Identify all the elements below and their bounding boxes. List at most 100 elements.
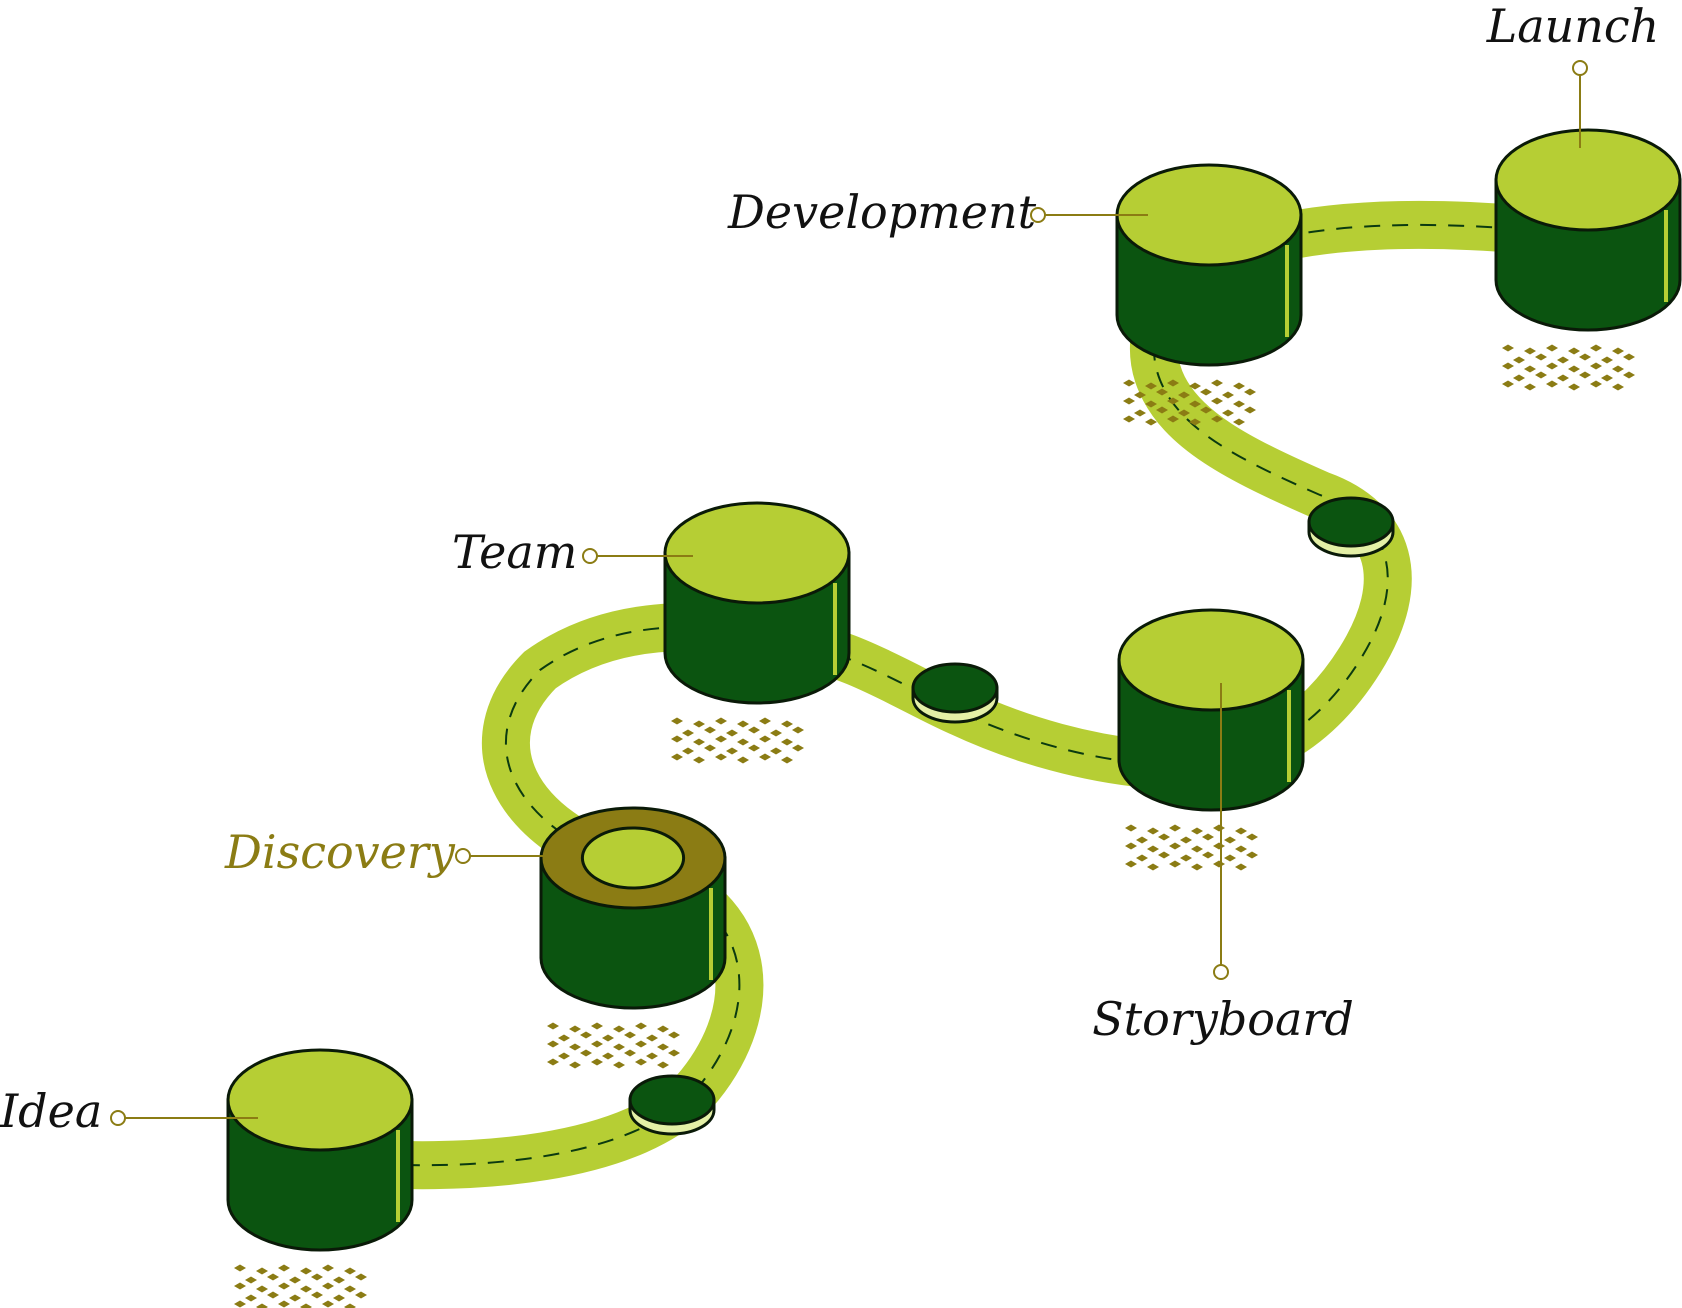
leader-dot bbox=[582, 548, 598, 564]
ground-dot bbox=[1601, 356, 1613, 364]
ground-dot bbox=[1222, 391, 1234, 399]
ground-dot bbox=[1136, 854, 1148, 862]
leader-dot bbox=[1213, 964, 1229, 980]
ground-dot bbox=[726, 747, 738, 755]
ground-dot bbox=[591, 1058, 603, 1066]
cylinder-development bbox=[1115, 163, 1303, 367]
ground-dot bbox=[635, 1058, 647, 1066]
ground-dot bbox=[300, 1267, 312, 1275]
ground-dot bbox=[1612, 347, 1624, 355]
ground-dot bbox=[1623, 371, 1635, 379]
ground-dot bbox=[704, 726, 716, 734]
disc-top bbox=[1307, 496, 1395, 548]
road-path bbox=[296, 200, 1574, 1190]
ground-dot bbox=[737, 756, 749, 764]
ground-dot bbox=[770, 729, 782, 737]
ground-dot bbox=[1246, 851, 1258, 859]
ground-dot bbox=[693, 738, 705, 746]
ground-dot bbox=[1546, 380, 1558, 388]
stage-name: Storyboard bbox=[1092, 992, 1354, 1046]
ground-dot bbox=[1178, 391, 1190, 399]
ground-dot bbox=[1156, 406, 1168, 414]
ground-dot bbox=[1211, 397, 1223, 405]
leader-dot bbox=[1572, 60, 1588, 76]
stage-label-team: Team bbox=[452, 525, 693, 579]
ground-dot bbox=[333, 1276, 345, 1284]
ground-dot bbox=[635, 1040, 647, 1048]
ground-dot bbox=[792, 726, 804, 734]
ground-dot bbox=[715, 753, 727, 761]
ground-dot bbox=[748, 744, 760, 752]
cylinder-top bbox=[663, 501, 851, 605]
ground-dot bbox=[671, 735, 683, 743]
stage-name: Development bbox=[727, 185, 1037, 239]
ground-dot bbox=[1167, 397, 1179, 405]
cylinder-idea bbox=[226, 1048, 414, 1252]
stage-name: Launch bbox=[1486, 0, 1660, 53]
ground-dot bbox=[1224, 854, 1236, 862]
ground-dot bbox=[278, 1282, 290, 1290]
ground-dot bbox=[1579, 371, 1591, 379]
waypoint-disc-1 bbox=[628, 1074, 716, 1136]
ground-dot bbox=[602, 1052, 614, 1060]
stage-label-discovery: Discovery bbox=[224, 825, 570, 879]
ground-dot bbox=[1590, 344, 1602, 352]
ground-dot bbox=[737, 720, 749, 728]
ground-dot bbox=[668, 1031, 680, 1039]
ground-dot bbox=[657, 1043, 669, 1051]
ground-dot bbox=[613, 1043, 625, 1051]
ground-dot bbox=[1123, 379, 1135, 387]
ground-dot bbox=[781, 738, 793, 746]
ground-dot bbox=[1191, 863, 1203, 871]
ground-dot bbox=[1191, 845, 1203, 853]
ground-dot bbox=[1568, 347, 1580, 355]
ground-dot bbox=[322, 1282, 334, 1290]
cylinder-top bbox=[1117, 608, 1305, 712]
ground-dot bbox=[715, 717, 727, 725]
stage-label-development: Development bbox=[727, 185, 1148, 239]
ground-dot bbox=[1579, 353, 1591, 361]
stage-name: Team bbox=[452, 525, 577, 579]
ground-dot bbox=[1557, 356, 1569, 364]
ground-dot bbox=[1623, 353, 1635, 361]
ground-dot bbox=[1546, 344, 1558, 352]
ground-dot bbox=[1169, 860, 1181, 868]
ground-dots-launch bbox=[1502, 344, 1635, 391]
ground-dot bbox=[278, 1264, 290, 1272]
ground-dot bbox=[580, 1031, 592, 1039]
road-lane-marking bbox=[319, 223, 1551, 1167]
ground-dot bbox=[1502, 344, 1514, 352]
ground-dot bbox=[1147, 863, 1159, 871]
ground-dots-team bbox=[671, 717, 804, 764]
ground-dot bbox=[580, 1049, 592, 1057]
ground-dots-discovery bbox=[547, 1022, 680, 1069]
ground-dot bbox=[671, 717, 683, 725]
ground-dot bbox=[1191, 827, 1203, 835]
ground-dot bbox=[1200, 388, 1212, 396]
ground-dot bbox=[1568, 365, 1580, 373]
ground-dot bbox=[1169, 824, 1181, 832]
ground-dot bbox=[234, 1300, 246, 1308]
ground-dot bbox=[682, 747, 694, 755]
ground-dot bbox=[1213, 824, 1225, 832]
ground-dot bbox=[1524, 365, 1536, 373]
ground-dot bbox=[1235, 845, 1247, 853]
ground-dot bbox=[1524, 383, 1536, 391]
ground-dot bbox=[558, 1052, 570, 1060]
ground-dot bbox=[1513, 356, 1525, 364]
ground-dot bbox=[547, 1040, 559, 1048]
ground-dot bbox=[1123, 397, 1135, 405]
ground-dot bbox=[671, 753, 683, 761]
ground-dot bbox=[624, 1031, 636, 1039]
ground-dot bbox=[547, 1022, 559, 1030]
ground-dot bbox=[1224, 836, 1236, 844]
ground-dot bbox=[256, 1303, 268, 1308]
ground-dot bbox=[792, 744, 804, 752]
ground-dot bbox=[624, 1049, 636, 1057]
ground-dot bbox=[1156, 388, 1168, 396]
ground-dot bbox=[1233, 382, 1245, 390]
disc-top bbox=[628, 1074, 716, 1126]
ground-dot bbox=[1167, 415, 1179, 423]
ground-dot bbox=[289, 1294, 301, 1302]
ground-dot bbox=[311, 1273, 323, 1281]
